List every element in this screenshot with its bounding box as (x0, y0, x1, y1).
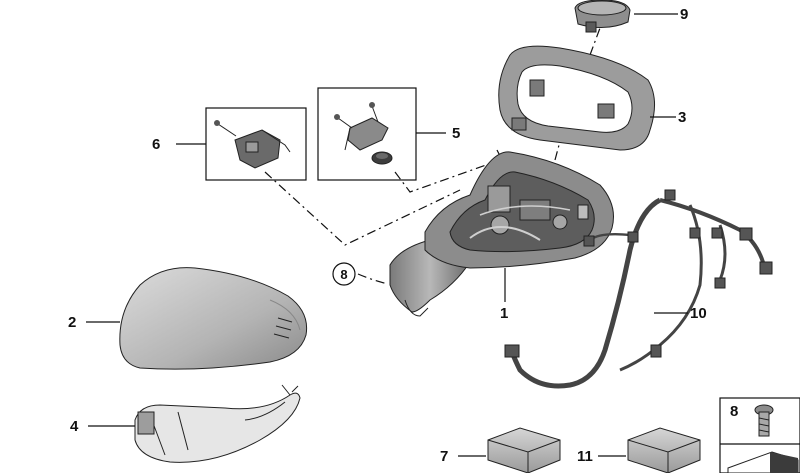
callout-10: 10 (690, 305, 707, 322)
screws-part-5 (334, 102, 379, 129)
mounting-bracket (344, 117, 389, 151)
harness-connectors (504, 189, 773, 358)
fold-actuator (234, 129, 291, 169)
package-part-7 (487, 427, 561, 473)
callout-5: 5 (452, 125, 460, 142)
callout-leaders (86, 13, 688, 457)
callout-7: 7 (440, 448, 448, 465)
turn-signal-light (134, 384, 301, 463)
callout-4: 4 (70, 418, 79, 435)
mirror-base-housing (389, 151, 614, 317)
mirror-cap (119, 267, 308, 370)
wiring-harness (504, 189, 773, 389)
callout-1: 1 (500, 305, 508, 322)
rubber-grommet (371, 151, 393, 165)
wedge-icon (727, 451, 799, 473)
callout-8-circle: 8 (332, 262, 356, 286)
screw-part-6 (214, 120, 237, 137)
callout-9: 9 (680, 6, 688, 23)
callout-8-inset: 8 (730, 403, 738, 420)
bolt-legend-box (719, 397, 800, 473)
callout-8-circle-text: 8 (340, 267, 347, 282)
callout-labels: 9 3 6 5 1 2 4 10 7 11 8 8 (68, 6, 738, 465)
callout-6: 6 (152, 136, 160, 153)
callout-11: 11 (577, 448, 593, 465)
inset-box-part-6 (205, 107, 307, 181)
bolt-icon (754, 404, 774, 437)
package-part-11 (627, 427, 701, 473)
inset-box-part-5 (317, 87, 417, 181)
callout-2: 2 (68, 314, 76, 331)
callout-3: 3 (678, 109, 686, 126)
mirror-adjustment-motor (574, 0, 631, 33)
mirror-frame-trim (498, 45, 655, 151)
